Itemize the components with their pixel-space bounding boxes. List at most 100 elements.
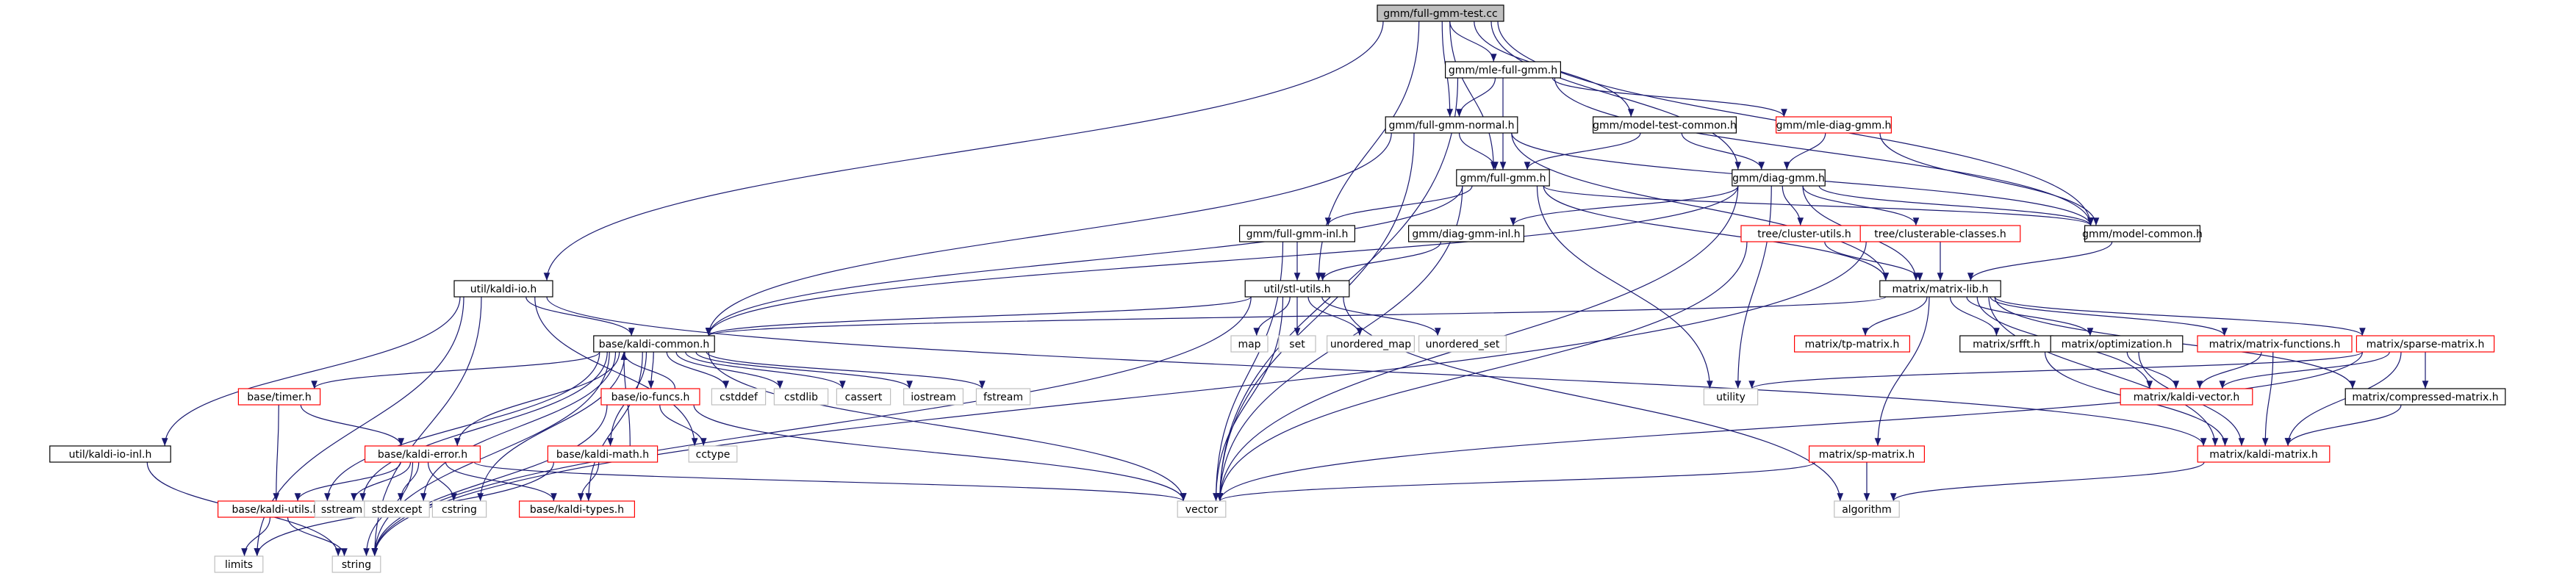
node-compressed[interactable]: matrix/compressed-matrix.h [2344,388,2506,406]
node-box [1834,500,1900,518]
node-label: base/kaldi-utils.h [232,504,319,516]
node-box [1593,116,1737,134]
node-diag-gmm[interactable]: gmm/diag-gmm.h [1732,169,1826,187]
node-label: unordered_set [1426,339,1500,350]
node-label: tree/cluster-utils.h [1757,228,1851,240]
edge-kaldi-matrix-to-algorithm [1890,461,2205,502]
edge-matrix-functions-to-kaldi-matrix [2261,351,2274,447]
edge-timer-to-kaldi-utils [273,404,280,502]
node-box [1776,116,1892,134]
edge-cluster-utils-to-matrix-lib [1824,241,1923,281]
edge-kaldi-common-to-cstring [477,351,625,502]
node-utility: utility [1703,388,1759,406]
node-cluster-utils[interactable]: tree/cluster-utils.h [1740,225,1868,242]
node-kaldi-matrix[interactable]: matrix/kaldi-matrix.h [2197,445,2331,463]
edge-sparse-matrix-to-utility [1748,351,2363,389]
node-label: stdexcept [372,504,423,516]
edge-stl-utils-to-kaldi-common [706,296,1252,336]
node-box [431,500,487,518]
edge-kaldi-common-to-kaldi-types [585,351,643,502]
node-timer[interactable]: base/timer.h [237,388,321,406]
node-io-funcs[interactable]: base/io-funcs.h [600,388,700,406]
edge-model-test-to-full-gmm [1524,132,1641,170]
node-kaldi-vector[interactable]: matrix/kaldi-vector.h [2120,388,2253,406]
node-label: cstring [442,504,477,516]
edge-kaldi-common-to-sstream [359,351,608,502]
edge-clusterable-to-string [371,241,1867,557]
node-box [1703,388,1759,406]
node-mle-diag[interactable]: gmm/mle-diag-gmm.h [1776,116,1892,134]
node-box [2050,335,2184,353]
node-label: iostream [911,392,956,403]
node-root[interactable]: gmm/full-gmm-test.cc [1377,4,1504,22]
node-label: matrix/optimization.h [2062,339,2173,350]
node-mle-full[interactable]: gmm/mle-full-gmm.h [1444,61,1561,79]
node-box [331,555,381,573]
node-box [600,388,700,406]
node-map: map [1230,335,1269,353]
edge-root-to-full-gmm [1449,21,1497,170]
node-optimization[interactable]: matrix/optimization.h [2050,335,2184,353]
node-box [836,388,891,406]
node-stl-utils[interactable]: util/stl-utils.h [1244,280,1350,298]
edge-cluster-utils-to-vector [1216,241,1748,502]
edge-diag-gmm-to-clusterable [1802,185,1920,226]
node-box [1326,335,1415,353]
node-tp-matrix[interactable]: matrix/tp-matrix.h [1794,335,1911,353]
node-cstring: cstring [431,500,487,518]
node-srfft[interactable]: matrix/srfft.h [1959,335,2053,353]
node-unordered-map: unordered_map [1326,335,1415,353]
edge-matrix-lib-to-tp-matrix [1862,296,1928,336]
node-kaldi-io-inl[interactable]: util/kaldi-io-inl.h [49,445,171,463]
node-label: base/io-funcs.h [611,392,690,403]
node-label: gmm/full-gmm-test.cc [1383,8,1497,20]
node-stdexcept: stdexcept [364,500,430,518]
edge-mle-full-to-model-common [1554,77,2094,226]
edge-kaldi-error-to-kaldi-utils [294,461,401,502]
node-box [2120,388,2253,406]
node-sparse-matrix[interactable]: matrix/sparse-matrix.h [2356,335,2495,353]
node-full-gmm-inl[interactable]: gmm/full-gmm-inl.h [1238,225,1355,242]
edge-mle-diag-to-model-common [1879,132,2100,226]
node-label: map [1238,339,1260,350]
node-kaldi-common[interactable]: base/kaldi-common.h [593,335,715,353]
edge-sparse-matrix-to-vector [1216,351,2363,502]
edge-full-gmm-to-matrix-lib [1543,185,1890,281]
node-kaldi-io[interactable]: util/kaldi-io.h [453,280,553,298]
node-sp-matrix[interactable]: matrix/sp-matrix.h [1809,445,1926,463]
edge-diag-gmm-to-cluster-utils [1782,185,1804,226]
node-box [711,388,767,406]
node-kaldi-math[interactable]: base/kaldi-math.h [547,445,659,463]
node-label: tree/clusterable-classes.h [1874,228,2006,240]
node-diag-gmm-inl[interactable]: gmm/diag-gmm-inl.h [1407,225,1524,242]
edge-kaldi-utils-to-limits [241,516,271,557]
dependency-nodes: gmm/full-gmm-test.cc gmm/mle-full-gmm.h gm… [49,4,2506,573]
node-kaldi-error[interactable]: base/kaldi-error.h [365,445,481,463]
edge-diag-gmm-to-kaldi-common [706,185,1739,336]
edge-matrix-lib-to-srfft [1949,296,2000,336]
node-matrix-lib[interactable]: matrix/matrix-lib.h [1879,280,2001,298]
node-model-common[interactable]: gmm/model-common.h [2082,225,2203,242]
node-iostream: iostream [903,388,964,406]
node-box [1230,335,1269,353]
node-algorithm: algorithm [1834,500,1900,518]
edge-matrix-lib-to-sp-matrix [1874,296,1930,447]
node-label: utility [1716,392,1746,403]
node-label: limits [225,559,253,571]
edge-kaldi-common-to-iostream [695,351,913,389]
edge-io-funcs-to-vector [693,404,1187,502]
node-full-normal[interactable]: gmm/full-gmm-normal.h [1385,116,1518,134]
node-limits: limits [214,555,264,573]
node-label: matrix/kaldi-vector.h [2134,392,2240,403]
edge-mle-diag-to-diag-gmm [1783,132,1826,170]
node-clusterable[interactable]: tree/clusterable-classes.h [1859,225,2021,242]
node-label: unordered_map [1330,339,1411,350]
edge-kaldi-common-to-cstddef [666,351,730,389]
node-matrix-functions[interactable]: matrix/matrix-functions.h [2197,335,2353,353]
node-cassert: cassert [836,388,891,406]
edge-matrix-functions-to-kaldi-vector [2196,351,2262,389]
node-model-test[interactable]: gmm/model-test-common.h [1593,116,1737,134]
node-full-gmm[interactable]: gmm/full-gmm.h [1456,169,1550,187]
edge-kaldi-io-to-kaldi-io-inl [161,296,461,447]
node-kaldi-types[interactable]: base/kaldi-types.h [518,500,635,518]
